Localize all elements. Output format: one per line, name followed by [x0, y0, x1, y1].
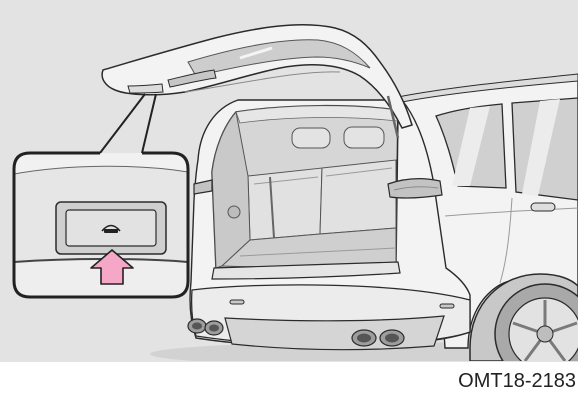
bumper-diffuser	[225, 316, 444, 350]
cargo-area	[212, 106, 400, 279]
cargo-speaker	[228, 206, 240, 218]
seatback-right	[320, 160, 396, 234]
tailgate-open-switch	[66, 210, 156, 246]
figure-code: OMT18-2183	[458, 371, 576, 391]
exhaust-bore	[209, 325, 219, 332]
seatback-left	[248, 168, 322, 240]
reflector-left	[230, 300, 244, 304]
reflector-right	[440, 304, 454, 308]
headrest-right	[344, 127, 384, 148]
right-taillight	[388, 179, 442, 198]
door-handle	[531, 203, 555, 211]
tailgate-open-icon-body	[104, 229, 118, 233]
headrest-left	[292, 128, 330, 148]
exhaust-bore	[192, 323, 202, 330]
exhaust-bore	[357, 334, 371, 343]
wheel-hub	[537, 326, 553, 342]
exhaust-bore	[385, 334, 399, 343]
